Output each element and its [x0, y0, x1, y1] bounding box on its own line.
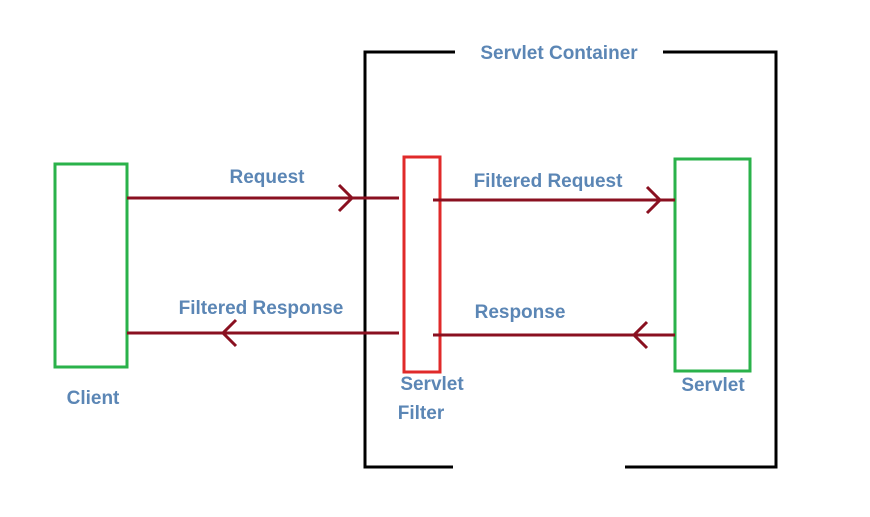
response-label: Response	[475, 302, 566, 323]
filtered-response-label: Filtered Response	[179, 298, 344, 319]
servlet-label: Servlet	[681, 375, 745, 396]
filtered-request-arrow	[433, 185, 675, 215]
container-border-right	[625, 50, 778, 469]
request-arrow	[127, 183, 399, 213]
filtered-response-arrow	[127, 318, 399, 348]
client-box	[53, 162, 129, 369]
client-label: Client	[67, 388, 120, 409]
container-border-left	[363, 50, 455, 469]
container-title: Servlet Container	[480, 43, 638, 64]
servlet-filter-box	[402, 155, 442, 374]
request-label: Request	[230, 167, 306, 188]
servlet-filter-label-line2: Filter	[398, 403, 445, 424]
servlet-filter-label-line1: Servlet	[400, 374, 464, 395]
filtered-request-label: Filtered Request	[474, 171, 624, 192]
servlet-box	[673, 157, 752, 373]
response-arrow	[433, 320, 675, 350]
servlet-container: Servlet Container	[363, 43, 778, 469]
